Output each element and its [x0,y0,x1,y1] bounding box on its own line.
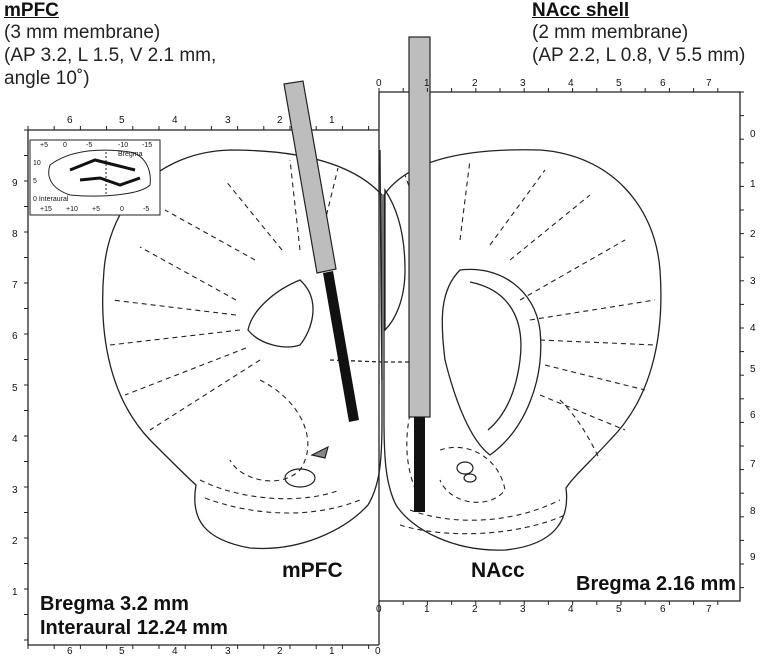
inset-bregma-label: Bregma [118,151,143,158]
right-bregma-label: Bregma 2.16 mm [576,573,737,595]
inset-bottom-tick: -5 [143,206,150,213]
inset-top-tick: -5 [86,142,93,149]
interaural-label: Interaural 12.24 mm [40,617,228,639]
inset-top-tick: -15 [142,142,153,149]
inset-sagittal-map [29,139,161,216]
right-top-tick: 2 [472,78,478,89]
right-top-tick: 3 [520,78,526,89]
nacc-region-label: NAcc [471,559,525,582]
right-v-tick: 6 [750,410,756,421]
right-v-tick: 2 [750,229,756,240]
inset-bottom-tick: +10 [66,206,78,213]
left-top-tick: 6 [67,115,73,126]
right-v-tick: 8 [750,506,756,517]
right-v-tick: 5 [750,364,756,375]
right-top-tick: 7 [706,78,712,89]
left-atlas-frame [27,129,379,646]
left-top-tick: 3 [225,115,231,126]
right-bottom-tick: 0 [376,604,382,615]
mpfc-probe-line: (AP 3.2, L 1.5, V 2.1 mm, [4,45,217,66]
left-bottom-tick: 5 [119,646,125,657]
right-bottom-tick: 6 [660,604,666,615]
nacc-probe-tip [414,417,425,512]
left-ventricle [247,279,314,348]
left-v-tick: 5 [12,383,18,394]
right-v-tick: 4 [750,323,756,334]
right-ventricle [441,268,542,456]
left-top-tick: 1 [329,115,335,126]
mpfc-probe-line: angle 10˚) [4,68,90,89]
left-bottom-tick: 1 [329,646,335,657]
left-v-tick: 7 [12,280,18,291]
right-v-tick: 1 [750,179,756,190]
nacc-probe-title: NAcc shell [532,0,630,21]
left-bottom-tick: 3 [225,646,231,657]
right-bottom-tick: 7 [706,604,712,615]
inset-left-tick: 10 [33,160,41,167]
right-v-tick: 7 [750,459,756,470]
left-v-tick: 6 [12,331,18,342]
left-bottom-tick: 6 [67,646,73,657]
mpfc-probe-line: (3 mm membrane) [4,22,161,43]
right-v-tick: 3 [750,276,756,287]
left-v-tick: 2 [12,536,18,547]
right-bottom-tick: 2 [472,604,478,615]
right-atlas-frame [379,91,741,602]
left-v-tick: 4 [12,434,18,445]
inset-bottom-tick: 0 [120,206,124,213]
nacc-probe-line: (2 mm membrane) [532,22,689,43]
right-top-tick: 1 [424,78,430,89]
inset-interaural-label: 0 Interaural [33,196,69,203]
inset-bottom-tick: +15 [40,206,52,213]
left-top-tick: 5 [119,115,125,126]
left-bottom-tick: 0 [375,646,381,657]
right-v-tick: 0 [750,129,756,140]
mpfc-probe-tip [323,271,359,422]
right-top-tick: 5 [616,78,622,89]
left-bregma-label: Bregma 3.2 mm [40,593,189,615]
left-top-tick: 2 [277,115,283,126]
right-bottom-tick: 3 [520,604,526,615]
left-v-tick: 3 [12,485,18,496]
left-bottom-tick: 2 [277,646,283,657]
inset-top-tick: -10 [118,142,129,149]
mpfc-probe-shaft [283,80,337,274]
right-bottom-tick: 4 [568,604,574,615]
left-bottom-tick: 4 [172,646,178,657]
right-bottom-tick: 1 [424,604,430,615]
left-v-tick: 1 [12,587,18,598]
left-hemisphere-outline [102,149,383,550]
right-top-tick: 4 [568,78,574,89]
mpfc-probe-title: mPFC [4,0,59,21]
right-hemisphere-outline [383,149,662,551]
probe-nacc [408,36,431,512]
nacc-probe-line: (AP 2.2, L 0.8, V 5.5 mm) [532,45,746,66]
inset-top-tick: +5 [40,142,48,149]
right-top-tick: 6 [660,78,666,89]
inset-left-tick: 5 [33,178,37,185]
left-v-tick: 8 [12,229,18,240]
inset-top-tick: 0 [63,142,67,149]
probe-mpfc [283,80,359,422]
left-v-tick: 9 [12,178,18,189]
mpfc-region-label: mPFC [282,559,343,582]
left-top-tick: 4 [172,115,178,126]
nacc-probe-shaft [408,36,431,418]
right-v-tick: 9 [750,552,756,563]
right-bottom-tick: 5 [616,604,622,615]
inset-bottom-tick: +5 [92,206,100,213]
right-top-tick: 0 [376,78,382,89]
